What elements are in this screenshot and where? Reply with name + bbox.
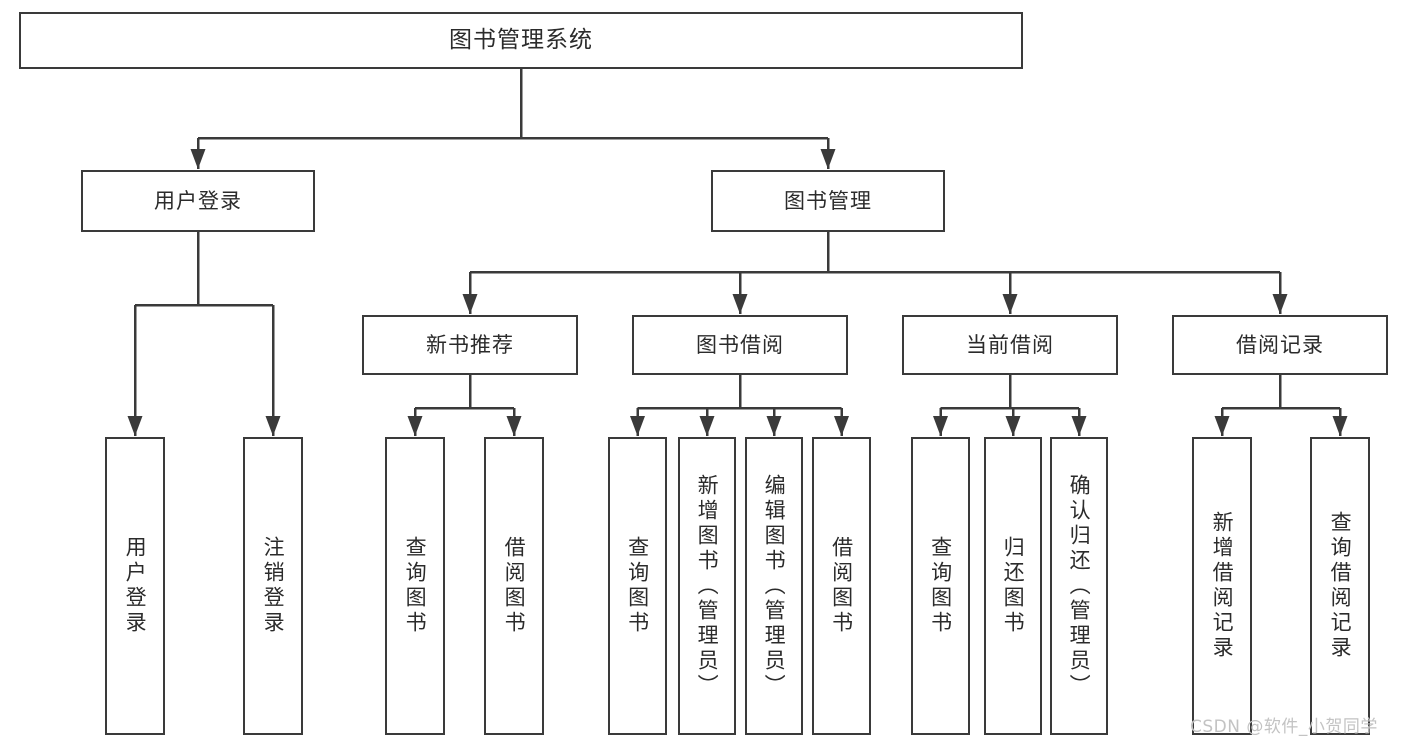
node-leaf-logout[interactable]: 注销登录 [243,437,303,735]
node-label-new-book-rec: 新书推荐 [426,332,514,357]
node-leaf-borrow-1[interactable]: 借阅图书 [484,437,544,735]
arrowhead-leaf-query-rec [1332,416,1348,436]
node-label-leaf-add-book: 新增图书（管理员） [695,473,720,699]
node-root[interactable]: 图书管理系统 [19,12,1023,69]
arrowhead-leaf-edit-book [766,416,782,436]
arrowhead-leaf-borrow-1 [506,416,522,436]
node-label-borrow-record: 借阅记录 [1236,332,1324,357]
node-label-leaf-return: 归还图书 [1001,536,1026,636]
watermark-label: CSDN @软件_小贺同学 [1190,717,1378,737]
arrowhead-new-book-rec [462,294,478,314]
node-label-leaf-edit-book: 编辑图书（管理员） [762,473,787,699]
node-leaf-borrow-2[interactable]: 借阅图书 [812,437,871,735]
arrowhead-current-borrow [1002,294,1018,314]
arrowhead-leaf-add-book [699,416,715,436]
arrowhead-borrow-record [1272,294,1288,314]
arrowhead-book-borrow [732,294,748,314]
arrowhead-leaf-borrow-2 [834,416,849,436]
arrowhead-leaf-confirm [1071,416,1087,436]
node-leaf-confirm[interactable]: 确认归还（管理员） [1050,437,1108,735]
node-label-leaf-query-rec: 查询借阅记录 [1328,511,1353,661]
arrowhead-leaf-query-3 [933,416,948,436]
node-label-leaf-add-rec: 新增借阅记录 [1210,511,1235,661]
node-leaf-query-1[interactable]: 查询图书 [385,437,445,735]
arrowhead-leaf-return [1005,416,1021,436]
arrowhead-leaf-query-1 [407,416,423,436]
node-user-login[interactable]: 用户登录 [81,170,315,232]
node-leaf-query-2[interactable]: 查询图书 [608,437,667,735]
node-label-leaf-query-3: 查询图书 [928,536,953,636]
node-current-borrow[interactable]: 当前借阅 [902,315,1118,375]
node-new-book-rec[interactable]: 新书推荐 [362,315,578,375]
node-leaf-return[interactable]: 归还图书 [984,437,1042,735]
node-label-root: 图书管理系统 [449,27,593,54]
node-leaf-query-rec[interactable]: 查询借阅记录 [1310,437,1370,735]
node-leaf-add-book[interactable]: 新增图书（管理员） [678,437,736,735]
node-label-book-manage: 图书管理 [784,188,872,213]
node-leaf-add-rec[interactable]: 新增借阅记录 [1192,437,1252,735]
node-book-borrow[interactable]: 图书借阅 [632,315,848,375]
arrowhead-user-login [190,149,206,169]
node-label-leaf-confirm: 确认归还（管理员） [1067,473,1092,699]
node-label-user-login: 用户登录 [154,188,242,213]
node-leaf-user-login[interactable]: 用户登录 [105,437,165,735]
arrowhead-leaf-logout [265,416,281,436]
node-label-leaf-logout: 注销登录 [261,536,286,636]
node-label-leaf-query-1: 查询图书 [403,536,428,636]
node-label-leaf-borrow-1: 借阅图书 [502,536,527,636]
node-borrow-record[interactable]: 借阅记录 [1172,315,1388,375]
arrowhead-leaf-query-2 [630,416,645,436]
node-label-leaf-borrow-2: 借阅图书 [829,536,854,636]
node-label-current-borrow: 当前借阅 [966,332,1054,357]
arrowhead-book-manage [820,149,836,169]
node-label-leaf-user-login: 用户登录 [123,536,148,636]
node-label-book-borrow: 图书借阅 [696,332,784,357]
node-book-manage[interactable]: 图书管理 [711,170,945,232]
arrowhead-leaf-add-rec [1214,416,1230,436]
node-leaf-edit-book[interactable]: 编辑图书（管理员） [745,437,803,735]
node-label-leaf-query-2: 查询图书 [625,536,650,636]
node-leaf-query-3[interactable]: 查询图书 [911,437,970,735]
arrowhead-leaf-user-login [127,416,143,436]
